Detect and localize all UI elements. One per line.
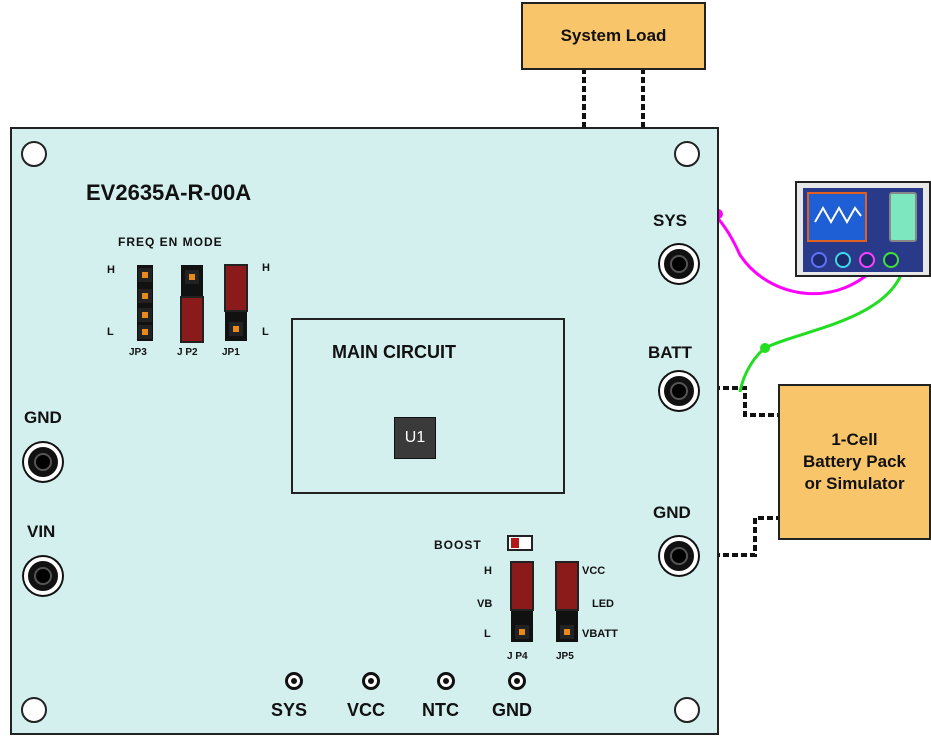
mount-hole-bottom-left — [21, 697, 47, 723]
testpoint-sys-label: SYS — [271, 700, 308, 720]
jp4-label: J P4 — [507, 651, 528, 662]
sys-terminal[interactable] — [660, 245, 698, 283]
jp4-jumper-cap[interactable] — [510, 561, 534, 611]
u1-chip: U1 — [394, 417, 436, 459]
boost-switch[interactable] — [507, 535, 533, 551]
boost-label: BOOST — [434, 538, 482, 552]
jp4-h-label: H — [484, 565, 492, 577]
evaluation-board — [10, 127, 719, 735]
jumper-header-label: FREQ EN MODE — [118, 235, 223, 249]
battery-label-line3: or Simulator — [804, 474, 905, 493]
jp1-pin-bottom — [229, 322, 243, 336]
mount-hole-top-right — [674, 141, 700, 167]
testpoint-vcc[interactable] — [362, 672, 380, 690]
probe-green-wire — [738, 261, 907, 393]
jp5-pin-bottom — [560, 625, 574, 639]
gnd-right-label: GND — [653, 503, 691, 522]
batt-terminal[interactable] — [660, 372, 698, 410]
gnd-left-terminal[interactable] — [24, 443, 62, 481]
jp5-jumper-cap[interactable] — [555, 561, 579, 611]
wire-gnd-to-battery — [705, 516, 778, 557]
testpoint-vcc-label: VCC — [347, 700, 386, 720]
mount-hole-bottom-right — [674, 697, 700, 723]
main-circuit-label: MAIN CIRCUIT — [332, 342, 456, 362]
jp2-jumper-cap[interactable] — [180, 296, 204, 343]
jp1-l-label: L — [262, 326, 269, 338]
board-title: EV2635A-R-00A — [86, 180, 252, 205]
jp4-pin-bottom — [515, 625, 529, 639]
jp3-label: JP3 — [129, 347, 147, 358]
jp1-h-label: H — [262, 262, 270, 274]
vin-terminal[interactable] — [24, 557, 62, 595]
jp5-label: JP5 — [556, 651, 574, 662]
scope-screen — [807, 192, 867, 242]
vin-label: VIN — [27, 522, 56, 541]
system-load-box: System Load — [521, 2, 706, 70]
battery-label-line1: 1-Cell — [831, 430, 878, 449]
gnd-left-label: GND — [24, 408, 62, 427]
jp3-pin-2 — [138, 289, 152, 303]
testpoint-gnd[interactable] — [508, 672, 526, 690]
scope-channel-2-port[interactable] — [835, 252, 851, 268]
gnd-right-terminal[interactable] — [660, 537, 698, 575]
battery-box: 1-Cell Battery Pack or Simulator — [778, 384, 931, 540]
scope-channel-3-port[interactable] — [859, 252, 875, 268]
scope-side-panel — [889, 192, 917, 242]
jp3-pin-3 — [138, 308, 152, 322]
boost-switch-knob — [511, 538, 519, 548]
jp4-vb-label: VB — [477, 598, 493, 610]
jp2-pin-top — [185, 270, 199, 284]
testpoint-sys[interactable] — [285, 672, 303, 690]
jp3-l-label: L — [107, 326, 114, 338]
mount-hole-top-left — [21, 141, 47, 167]
sys-terminal-label: SYS — [653, 211, 688, 230]
jp3-header[interactable] — [137, 265, 153, 341]
probe-green-clip — [760, 343, 770, 353]
testpoint-ntc-label: NTC — [422, 700, 459, 720]
jp5-vcc-label: VCC — [582, 565, 606, 577]
jp3-pin-4 — [138, 325, 152, 339]
wire-batt-to-battery — [705, 386, 778, 417]
scope-channel-1-port[interactable] — [811, 252, 827, 268]
jp4-l-label: L — [484, 628, 491, 640]
jp3-pin-1 — [138, 268, 152, 282]
battery-label-line2: Battery Pack — [802, 452, 906, 471]
jp5-vbatt-label: VBATT — [582, 628, 618, 640]
testpoint-ntc[interactable] — [437, 672, 455, 690]
jp2-label: J P2 — [177, 347, 198, 358]
jp1-label: JP1 — [222, 347, 240, 358]
jp5-led-label: LED — [592, 598, 614, 610]
system-load-label: System Load — [560, 26, 667, 45]
batt-terminal-label: BATT — [648, 343, 693, 362]
jp1-jumper-cap[interactable] — [224, 264, 248, 312]
testpoint-gnd-label: GND — [492, 700, 532, 720]
jp3-h-label: H — [107, 264, 115, 276]
oscilloscope — [795, 181, 931, 277]
waveform-icon — [814, 205, 862, 225]
scope-channel-4-port[interactable] — [883, 252, 899, 268]
u1-label: U1 — [404, 429, 426, 446]
main-circuit-area — [291, 318, 565, 494]
